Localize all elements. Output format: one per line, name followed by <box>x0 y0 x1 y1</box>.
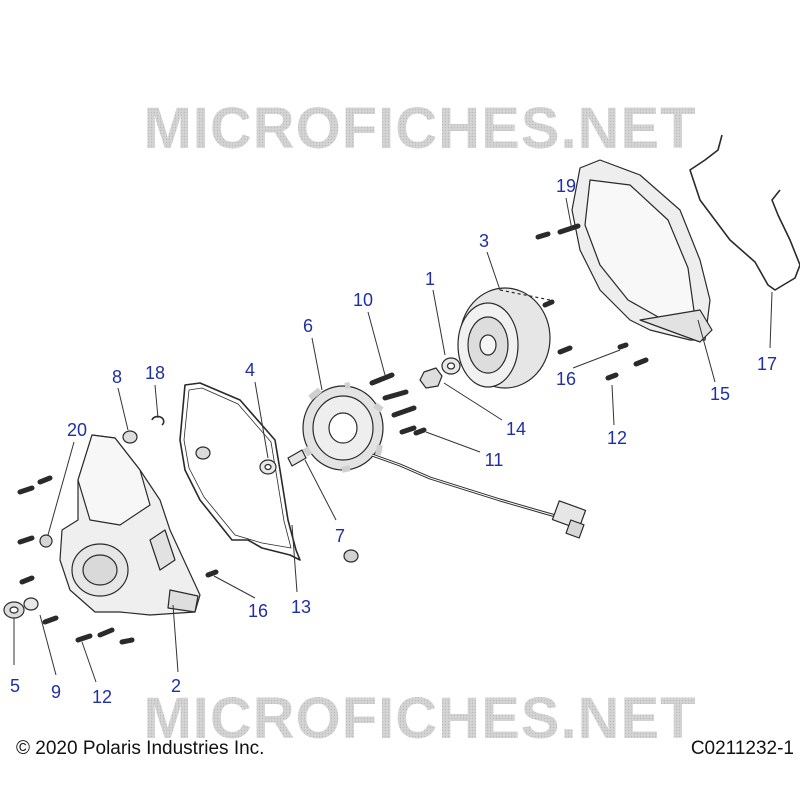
bolts-group <box>17 223 649 645</box>
copyright-notice: © 2020 Polaris Industries Inc. <box>16 738 265 759</box>
callout-6: 6 <box>303 316 313 336</box>
callout-17: 17 <box>757 354 777 374</box>
callout-19: 19 <box>556 176 576 196</box>
watermark-bottom: MICROFICHES.NET <box>143 686 696 751</box>
callout-13: 13 <box>291 597 311 617</box>
gasket-right-part <box>689 134 800 291</box>
flywheel-nut-part <box>419 367 443 389</box>
key-part <box>287 449 307 467</box>
leader-lines <box>13 197 773 683</box>
callout-14: 14 <box>506 419 526 439</box>
callout-4: 4 <box>245 360 255 380</box>
watermark-top: MICROFICHES.NET <box>143 96 696 161</box>
plug-part <box>39 534 53 548</box>
callout-3: 3 <box>479 231 489 251</box>
stator-cover-part <box>59 434 201 616</box>
gasket-left-part <box>179 382 301 561</box>
callout-12b: 12 <box>607 428 627 448</box>
diagram-code: C0211232-1 <box>690 738 794 759</box>
bearing-part <box>122 430 138 444</box>
callout-16b: 16 <box>556 369 576 389</box>
grommet-part <box>195 446 211 460</box>
callout-7: 7 <box>335 526 345 546</box>
callout-18: 18 <box>145 363 165 383</box>
callout-15: 15 <box>710 384 730 404</box>
callout-10: 10 <box>353 290 373 310</box>
callout-8: 8 <box>112 367 122 387</box>
callout-11: 11 <box>485 450 504 470</box>
flywheel-part <box>457 287 551 389</box>
callout-5: 5 <box>10 676 20 696</box>
callouts-group: 1 2 3 4 5 6 7 8 9 10 11 12 12 13 14 15 1… <box>10 176 777 707</box>
callout-12a: 12 <box>92 687 112 707</box>
callout-2: 2 <box>171 676 181 696</box>
crankcase-cover-part <box>571 159 713 343</box>
callout-1: 1 <box>425 269 435 289</box>
harness-grommet-part <box>343 549 359 563</box>
stator-harness-part <box>371 453 571 522</box>
stator-part <box>302 382 384 473</box>
o-ring-part <box>23 597 39 611</box>
callout-16a: 16 <box>248 601 268 621</box>
callout-20: 20 <box>67 420 87 440</box>
snap-ring-part <box>151 415 165 426</box>
callout-9: 9 <box>51 682 61 702</box>
